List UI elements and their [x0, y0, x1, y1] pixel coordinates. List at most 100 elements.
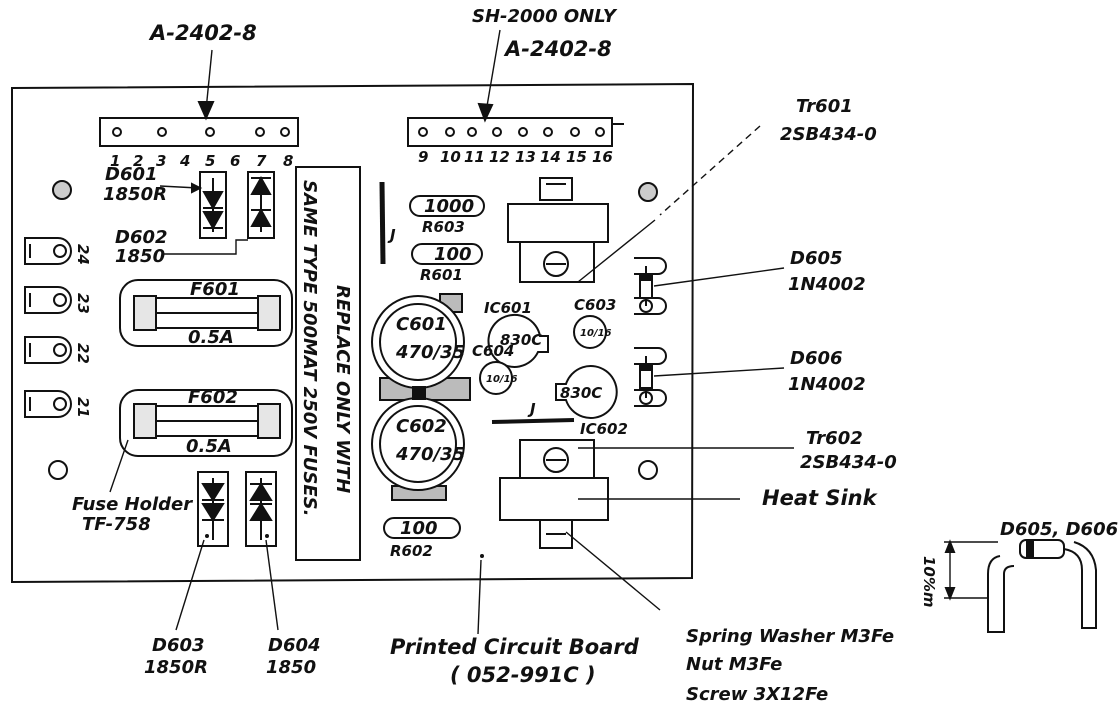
- hardware-nut: Nut M3Fe: [686, 654, 782, 675]
- transistor-tr601-part: 2SB434-0: [780, 124, 877, 145]
- right-connector-label-top: SH-2000 ONLY: [472, 6, 618, 27]
- diode-d603-part: 1850R: [144, 657, 208, 678]
- warning-line-2: REPLACE ONLY WITH: [332, 285, 353, 493]
- transistor-tr602-assembly: [499, 439, 609, 549]
- pin-label: 15: [566, 148, 587, 166]
- capacitor-polarity-mark: [412, 386, 426, 400]
- transistor-tr601-ref: Tr601: [796, 96, 853, 117]
- diode-d601-body: [199, 171, 227, 239]
- pin-label: 10: [440, 148, 461, 166]
- pcb-board-outline: [11, 82, 695, 584]
- capacitor-ref: C603: [574, 296, 616, 314]
- fuse-f601: F601 0.5A: [119, 279, 293, 348]
- resistor-ref: R603: [422, 218, 465, 236]
- ic-ref: IC602: [580, 420, 628, 438]
- pin-label: 13: [515, 148, 536, 166]
- fuse-f601-ref: F601: [190, 279, 240, 300]
- diode-d604-part: 1850: [266, 657, 316, 678]
- terminal-label: 24: [74, 244, 92, 265]
- pin-label: 6: [230, 152, 240, 170]
- pin-label: 16: [592, 148, 613, 166]
- pin-label: 7: [256, 152, 267, 170]
- jumper-wire: [491, 418, 575, 424]
- diode-d604-ref: D604: [268, 635, 321, 656]
- diode-d605-body: [634, 257, 667, 315]
- hardware-screw: Screw 3X12Fe: [686, 684, 828, 705]
- left-connector: [99, 117, 299, 147]
- capacitor-value: 470/35: [395, 444, 465, 465]
- hardware-washer: Spring Washer M3Fe: [686, 626, 894, 647]
- diode-d603-ref: D603: [152, 635, 205, 656]
- diode-d605-ref: D605: [790, 248, 843, 269]
- transistor-tr601-assembly: [507, 177, 609, 283]
- left-terminal-23: 23: [24, 286, 92, 314]
- jumper-label: J: [527, 400, 536, 418]
- capacitor-value: 10/16: [580, 328, 612, 339]
- right-connector: [407, 117, 624, 147]
- right-connector-pins: 9 10 11 12 13 14 15 16: [418, 148, 613, 166]
- mounting-hole: [638, 182, 658, 202]
- ic-part: 830C: [560, 384, 602, 402]
- board-code: ( 052-991C ): [450, 663, 596, 687]
- mounting-hole: [638, 460, 658, 480]
- terminal-label: 21: [74, 397, 92, 418]
- diode-lead-forming-detail: D605, D606 10%m: [920, 519, 1118, 633]
- pin-label: 11: [464, 148, 485, 166]
- resistor-r603: 1000 R603: [409, 195, 485, 236]
- pin-label: 9: [418, 148, 428, 166]
- detail-dimension: 10%m: [920, 556, 938, 608]
- capacitor-c604: C604 10/16: [472, 342, 518, 395]
- fuse-holder-part: TF-758: [82, 514, 151, 535]
- left-terminal-24: 24: [24, 237, 92, 265]
- resistor-value: 100: [400, 518, 438, 539]
- transistor-tr602-ref: Tr602: [806, 428, 863, 449]
- resistor-ref: R601: [420, 266, 463, 284]
- capacitor-c601: C601 470/35: [371, 295, 465, 389]
- diode-d601-part: 1850R: [103, 184, 167, 205]
- ic-ic601: IC601 830C: [484, 299, 549, 368]
- pin-label: 8: [283, 152, 293, 170]
- ic-part: 830C: [500, 331, 542, 349]
- terminal-label: 23: [74, 293, 92, 314]
- jumper-label: J: [387, 226, 396, 244]
- pin-label: 4: [179, 152, 190, 170]
- capacitor-ref: C602: [396, 416, 447, 437]
- left-terminal-22: 22: [24, 336, 92, 364]
- left-terminal-21: 21: [24, 390, 92, 418]
- resistor-r602: 100 R602: [383, 517, 461, 560]
- capacitor-value: 10/16: [486, 374, 518, 385]
- capacitor-ref: C604: [472, 342, 514, 360]
- capacitor-value: 470/35: [395, 342, 465, 363]
- terminal-label: 22: [74, 343, 92, 364]
- diode-d606-ref: D606: [790, 348, 843, 369]
- ic-ref: IC601: [484, 299, 532, 317]
- capacitor-c602: C602 470/35: [371, 397, 465, 491]
- diode-d602-body: [247, 171, 275, 239]
- resistor-value: 1000: [424, 196, 474, 217]
- heat-sink-label: Heat Sink: [762, 486, 879, 510]
- pin-label: 3: [156, 152, 166, 170]
- board-label: Printed Circuit Board: [390, 635, 640, 659]
- resistor-ref: R602: [390, 542, 433, 560]
- detail-label: D605, D606: [1000, 519, 1118, 540]
- diode-d602-part: 1850: [115, 246, 165, 267]
- pin-label: 1: [110, 152, 120, 170]
- diode-d606-part: 1N4002: [788, 374, 866, 395]
- diode-d601-ref: D601: [105, 164, 158, 185]
- transistor-tr602-part: 2SB434-0: [800, 452, 897, 473]
- fuse-f602-rating: 0.5A: [186, 436, 232, 457]
- right-connector-label: A-2402-8: [503, 37, 612, 61]
- warning-box: [295, 166, 361, 561]
- diode-d602-ref: D602: [115, 227, 168, 248]
- pin-label: 2: [133, 152, 143, 170]
- diode-d603-body: [197, 471, 229, 547]
- warning-line-1: SAME TYPE 500MAT 250V FUSES.: [299, 180, 320, 516]
- pin-label: 12: [489, 148, 510, 166]
- resistor-value: 100: [434, 244, 472, 265]
- capacitor-ref: C601: [396, 314, 447, 335]
- fuse-f602-ref: F602: [188, 387, 238, 408]
- left-connector-label: A-2402-8: [148, 21, 257, 45]
- capacitor-c603: C603 10/16: [573, 296, 616, 349]
- pin-label: 5: [205, 152, 215, 170]
